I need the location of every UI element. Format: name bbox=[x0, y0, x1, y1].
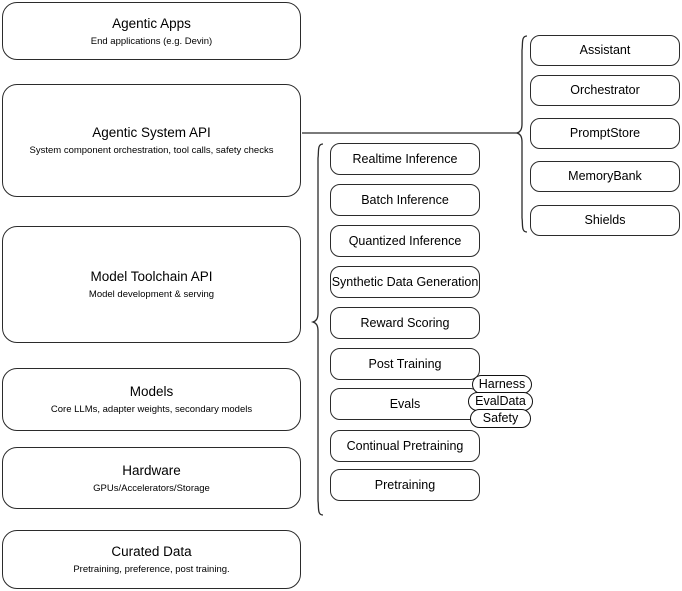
capability-label: Realtime Inference bbox=[352, 151, 458, 166]
capability-label: Batch Inference bbox=[361, 192, 449, 207]
component-label: Orchestrator bbox=[570, 83, 640, 98]
layer-title: Model Toolchain API bbox=[90, 269, 213, 284]
brace-toolchain-capabilities bbox=[310, 143, 324, 516]
component-orchestrator[interactable]: Orchestrator bbox=[530, 75, 680, 106]
layer-subtitle: Pretraining, preference, post training. bbox=[73, 564, 230, 575]
capability-label: Quantized Inference bbox=[348, 233, 462, 248]
capability-quantized-inference[interactable]: Quantized Inference bbox=[330, 225, 480, 257]
component-label: Shields bbox=[584, 213, 626, 228]
layer-hardware[interactable]: Hardware GPUs/Accelerators/Storage bbox=[2, 447, 301, 509]
capability-reward-scoring[interactable]: Reward Scoring bbox=[330, 307, 480, 339]
capability-label: Pretraining bbox=[374, 477, 436, 492]
capability-label: Evals bbox=[389, 396, 421, 411]
layer-subtitle: Model development & serving bbox=[88, 289, 215, 300]
component-label: Assistant bbox=[579, 43, 631, 58]
eval-tag-label: Safety bbox=[482, 411, 519, 426]
capability-realtime-inference[interactable]: Realtime Inference bbox=[330, 143, 480, 175]
layer-subtitle: System component orchestration, tool cal… bbox=[29, 145, 274, 156]
eval-tag-label: EvalData bbox=[475, 394, 526, 409]
eval-tag-safety[interactable]: Safety bbox=[470, 409, 531, 428]
capability-synthetic-data-generation[interactable]: Synthetic Data Generation bbox=[330, 266, 480, 298]
capability-pretraining[interactable]: Pretraining bbox=[330, 469, 480, 501]
layer-subtitle: GPUs/Accelerators/Storage bbox=[93, 482, 210, 494]
capability-label: Post Training bbox=[368, 356, 442, 371]
component-label: MemoryBank bbox=[568, 169, 642, 184]
layer-agentic-apps[interactable]: Agentic Apps End applications (e.g. Devi… bbox=[2, 2, 301, 60]
component-memorybank[interactable]: MemoryBank bbox=[530, 161, 680, 192]
brace-system-components bbox=[514, 35, 528, 233]
layer-title: Agentic System API bbox=[92, 125, 211, 140]
capability-evals[interactable]: Evals bbox=[330, 388, 480, 420]
layer-subtitle: Core LLMs, adapter weights, secondary mo… bbox=[50, 404, 253, 415]
capability-batch-inference[interactable]: Batch Inference bbox=[330, 184, 480, 216]
component-label: PromptStore bbox=[569, 126, 641, 141]
capability-label: Synthetic Data Generation bbox=[331, 274, 479, 289]
capability-label: Reward Scoring bbox=[360, 315, 450, 330]
eval-tag-label: Harness bbox=[478, 377, 526, 392]
layer-models[interactable]: Models Core LLMs, adapter weights, secon… bbox=[2, 368, 301, 431]
capability-post-training[interactable]: Post Training bbox=[330, 348, 480, 380]
layer-curated-data[interactable]: Curated Data Pretraining, preference, po… bbox=[2, 530, 301, 589]
layer-subtitle: End applications (e.g. Devin) bbox=[90, 35, 213, 47]
layer-title: Agentic Apps bbox=[112, 15, 191, 31]
component-promptstore[interactable]: PromptStore bbox=[530, 118, 680, 149]
capability-continual-pretraining[interactable]: Continual Pretraining bbox=[330, 430, 480, 462]
capability-label: Continual Pretraining bbox=[346, 438, 464, 453]
layer-title: Hardware bbox=[122, 462, 181, 478]
layer-agentic-system-api[interactable]: Agentic System API System component orch… bbox=[2, 84, 301, 197]
layer-model-toolchain-api[interactable]: Model Toolchain API Model development & … bbox=[2, 226, 301, 343]
component-shields[interactable]: Shields bbox=[530, 205, 680, 236]
component-assistant[interactable]: Assistant bbox=[530, 35, 680, 66]
layer-title: Curated Data bbox=[111, 544, 192, 559]
layer-title: Models bbox=[129, 384, 174, 399]
